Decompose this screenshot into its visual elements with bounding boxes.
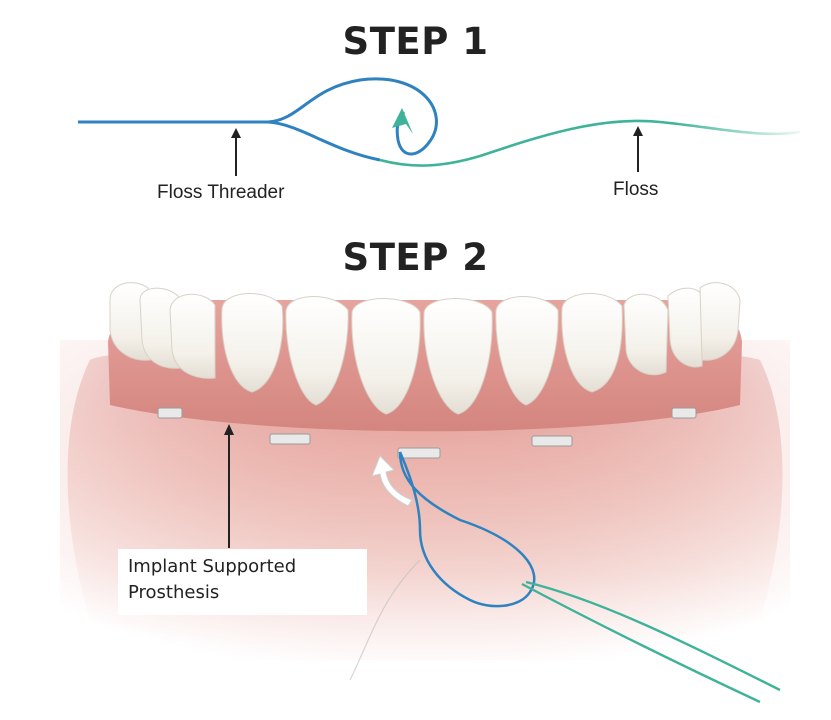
prosthesis-label-line2: Prosthesis [128,580,357,606]
floss-line [380,121,800,166]
step2-illustration [60,283,790,702]
floss-threader-line [78,79,436,154]
floss-label: Floss [613,179,658,201]
step1-illustration [78,79,800,176]
threader-pointer-arrow [231,128,241,176]
step1-title: STEP 1 [0,20,831,63]
step2-title: STEP 2 [0,236,831,279]
floss-threader-label: Floss Threader [157,182,284,204]
floss-pointer-arrow [633,126,643,172]
threader-loop-lower [268,122,380,160]
prosthesis-label-line1: Implant Supported [128,554,357,580]
threader-arrow-head [392,108,413,134]
prosthesis-callout-box: Implant Supported Prosthesis [118,549,367,615]
